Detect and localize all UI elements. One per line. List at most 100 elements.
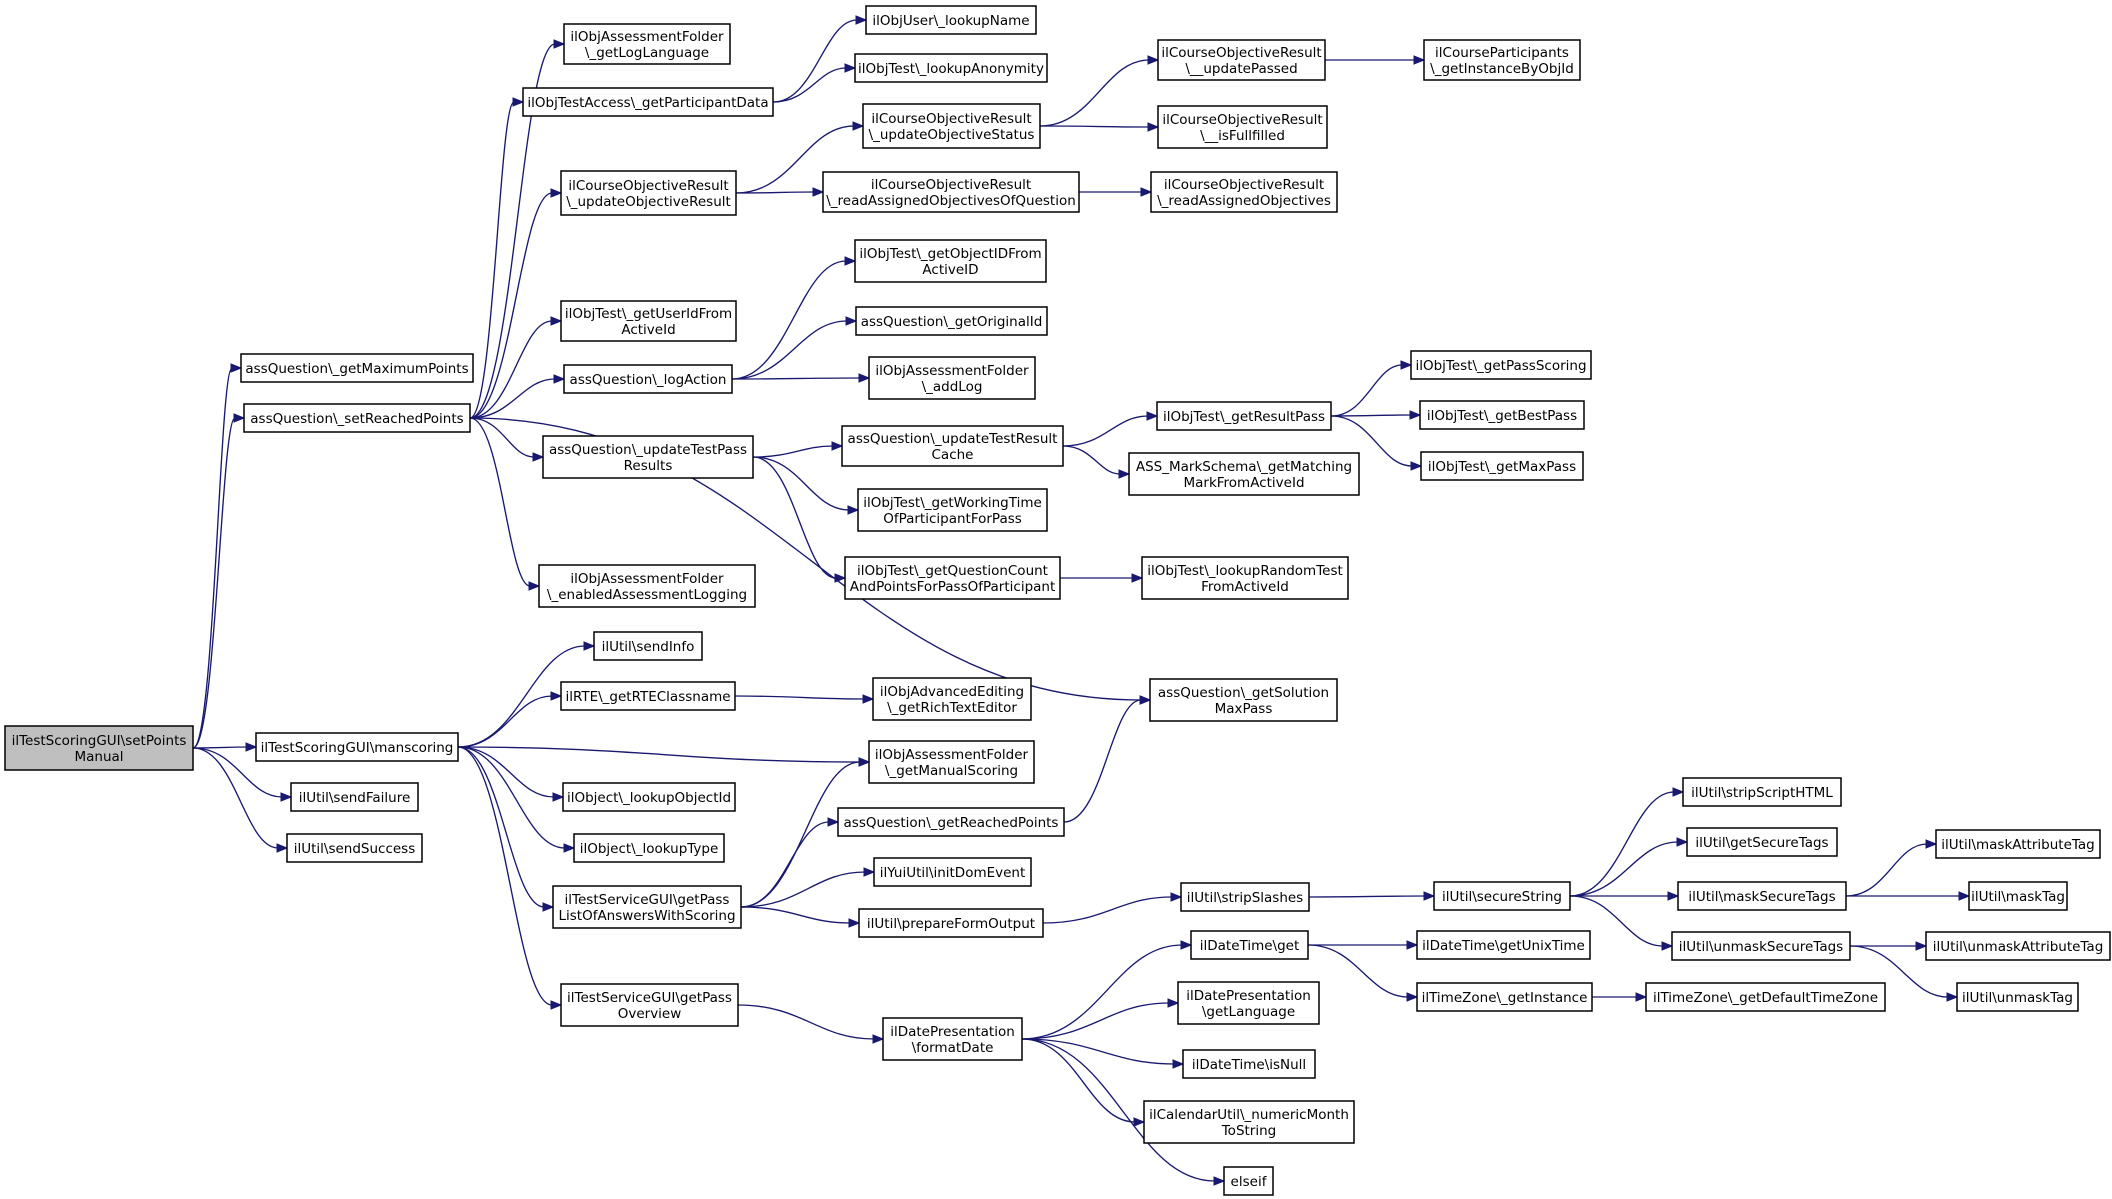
node-getWorkingTime[interactable]: ilObjTest\_getWorkingTimeOfParticipantFo… xyxy=(857,488,1048,532)
node-formatDate[interactable]: ilDatePresentation\formatDate xyxy=(882,1017,1023,1061)
node-box[interactable] xyxy=(240,353,474,383)
node-box[interactable] xyxy=(1157,105,1328,149)
node-box[interactable] xyxy=(873,857,1032,887)
node-getPassList[interactable]: ilTestServiceGUI\getPassListOfAnswersWit… xyxy=(552,885,742,929)
node-getResultPass[interactable]: ilObjTest\_getResultPass xyxy=(1156,401,1332,431)
node-isFullfilled[interactable]: ilCourseObjectiveResult\__isFullfilled xyxy=(1157,105,1328,149)
node-box[interactable] xyxy=(854,239,1047,283)
node-updatePassed[interactable]: ilCourseObjectiveResult\__updatePassed xyxy=(1157,39,1326,81)
node-manscoring[interactable]: ilTestScoringGUI\manscoring xyxy=(255,732,459,762)
node-box[interactable] xyxy=(560,300,737,342)
node-getOriginalId[interactable]: assQuestion\_getOriginalId xyxy=(855,306,1048,336)
node-box[interactable] xyxy=(255,732,459,762)
node-tzGetInstance[interactable]: ilTimeZone\_getInstance xyxy=(1416,982,1593,1012)
node-box[interactable] xyxy=(857,488,1048,532)
node-box[interactable] xyxy=(243,403,471,433)
node-getSecureTags[interactable]: ilUtil\getSecureTags xyxy=(1686,827,1838,857)
node-getLanguage[interactable]: ilDatePresentation\getLanguage xyxy=(1177,981,1320,1025)
node-box[interactable] xyxy=(1156,401,1332,431)
node-box[interactable] xyxy=(522,87,774,117)
node-box[interactable] xyxy=(865,5,1037,35)
node-initDomEvent[interactable]: ilYuiUtil\initDomEvent xyxy=(873,857,1032,887)
node-box[interactable] xyxy=(1143,1100,1355,1144)
node-getQuestionCount[interactable]: ilObjTest\_getQuestionCountAndPointsForP… xyxy=(844,556,1061,600)
node-getManualScoring[interactable]: ilObjAssessmentFolder\_getManualScoring xyxy=(868,740,1035,784)
node-box[interactable] xyxy=(1433,881,1571,911)
node-box[interactable] xyxy=(593,631,703,661)
node-getReachedPoints[interactable]: assQuestion\_getReachedPoints xyxy=(837,807,1065,837)
node-box[interactable] xyxy=(837,807,1065,837)
node-getMaxPoints[interactable]: assQuestion\_getMaximumPoints xyxy=(240,353,474,383)
node-elseif[interactable]: elseif xyxy=(1223,1166,1274,1196)
node-getPassScoring[interactable]: ilObjTest\_getPassScoring xyxy=(1410,350,1592,380)
node-box[interactable] xyxy=(560,170,737,216)
node-box[interactable] xyxy=(862,103,1041,149)
node-updateObjectiveResult[interactable]: ilCourseObjectiveResult\_updateObjective… xyxy=(560,170,737,216)
node-box[interactable] xyxy=(841,425,1064,467)
node-prepareFormOutput[interactable]: ilUtil\prepareFormOutput xyxy=(858,908,1044,938)
node-box[interactable] xyxy=(1423,39,1581,81)
node-box[interactable] xyxy=(1141,556,1349,600)
node-maskAttributeTag[interactable]: ilUtil\maskAttributeTag xyxy=(1935,829,2101,859)
node-box[interactable] xyxy=(560,681,736,711)
node-stripScriptHTML[interactable]: ilUtil\stripScriptHTML xyxy=(1682,777,1842,807)
node-lookupType[interactable]: ilObject\_lookupType xyxy=(573,833,725,863)
node-box[interactable] xyxy=(563,364,733,394)
node-getDefaultTimeZone[interactable]: ilTimeZone\_getDefaultTimeZone xyxy=(1645,982,1886,1012)
node-box[interactable] xyxy=(542,435,754,479)
node-getMatchingMark[interactable]: ASS_MarkSchema\_getMatchingMarkFromActiv… xyxy=(1128,452,1360,496)
node-box[interactable] xyxy=(290,782,419,812)
node-unmaskAttributeTag[interactable]: ilUtil\unmaskAttributeTag xyxy=(1925,931,2111,961)
node-sendInfo[interactable]: ilUtil\sendInfo xyxy=(593,631,703,661)
node-readAssignedOfQuestion[interactable]: ilCourseObjectiveResult\_readAssignedObj… xyxy=(822,171,1080,213)
node-getBestPass[interactable]: ilObjTest\_getBestPass xyxy=(1419,400,1585,430)
node-logAction[interactable]: assQuestion\_logAction xyxy=(563,364,733,394)
node-box[interactable] xyxy=(4,725,194,771)
node-unmaskSecureTags[interactable]: ilUtil\unmaskSecureTags xyxy=(1671,931,1851,961)
node-enabledLogging[interactable]: ilObjAssessmentFolder\_enabledAssessment… xyxy=(538,564,756,608)
node-setReached[interactable]: assQuestion\_setReachedPoints xyxy=(243,403,471,433)
node-sendFailure[interactable]: ilUtil\sendFailure xyxy=(290,782,419,812)
node-box[interactable] xyxy=(1128,452,1360,496)
node-box[interactable] xyxy=(1150,171,1338,213)
node-box[interactable] xyxy=(854,53,1048,83)
node-secureString[interactable]: ilUtil\secureString xyxy=(1433,881,1571,911)
node-getLogLanguage[interactable]: ilObjAssessmentFolder\_getLogLanguage xyxy=(563,23,731,65)
node-box[interactable] xyxy=(562,782,736,812)
node-box[interactable] xyxy=(1180,882,1310,912)
node-lookupAnonymity[interactable]: ilObjTest\_lookupAnonymity xyxy=(854,53,1048,83)
node-box[interactable] xyxy=(1416,930,1591,960)
node-box[interactable] xyxy=(1968,881,2068,911)
node-box[interactable] xyxy=(1410,350,1592,380)
node-box[interactable] xyxy=(844,556,1061,600)
node-box[interactable] xyxy=(538,564,756,608)
node-maskSecureTags[interactable]: ilUtil\maskSecureTags xyxy=(1677,881,1847,911)
node-box[interactable] xyxy=(1645,982,1886,1012)
node-box[interactable] xyxy=(1686,827,1838,857)
node-addLog[interactable]: ilObjAssessmentFolder\_addLog xyxy=(868,356,1036,400)
node-getUnixTime[interactable]: ilDateTime\getUnixTime xyxy=(1416,930,1591,960)
node-box[interactable] xyxy=(1682,777,1842,807)
node-box[interactable] xyxy=(286,833,423,863)
node-box[interactable] xyxy=(552,885,742,929)
node-box[interactable] xyxy=(1177,981,1320,1025)
node-box[interactable] xyxy=(872,677,1032,721)
node-box[interactable] xyxy=(882,1017,1023,1061)
node-maskTag[interactable]: ilUtil\maskTag xyxy=(1968,881,2068,911)
node-getInstanceByObjId[interactable]: ilCourseParticipants\_getInstanceByObjId xyxy=(1423,39,1581,81)
node-stripSlashes[interactable]: ilUtil\stripSlashes xyxy=(1180,882,1310,912)
node-box[interactable] xyxy=(868,356,1036,400)
node-lookupName[interactable]: ilObjUser\_lookupName xyxy=(865,5,1037,35)
node-box[interactable] xyxy=(1671,931,1851,961)
node-getParticipantData[interactable]: ilObjTestAccess\_getParticipantData xyxy=(522,87,774,117)
node-sendSuccess[interactable]: ilUtil\sendSuccess xyxy=(286,833,423,863)
node-getRichTextEditor[interactable]: ilObjAdvancedEditing\_getRichTextEditor xyxy=(872,677,1032,721)
node-box[interactable] xyxy=(1182,1049,1316,1079)
